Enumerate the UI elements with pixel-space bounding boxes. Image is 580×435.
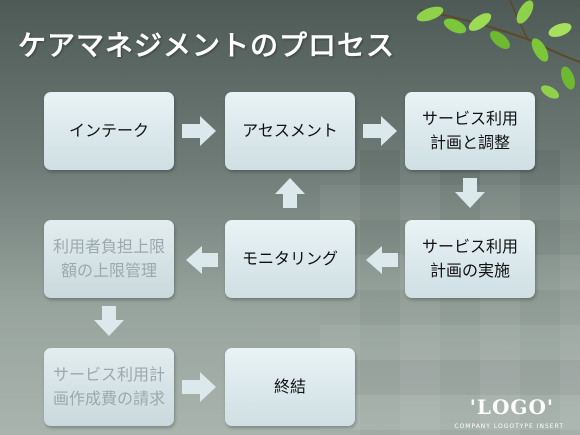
arrow-down-plan-to-implementation: [455, 178, 485, 208]
step-assessment-label: アセスメント: [242, 121, 338, 140]
step-assessment: アセスメント: [225, 92, 355, 170]
step-plan-implementation-line1: サービス利用: [421, 237, 518, 256]
step-limit-management: 利用者負担上限 額の上限管理: [44, 220, 174, 298]
step-intake: インテーク: [44, 92, 174, 170]
leaf-branch-decoration: [416, 0, 580, 99]
arrow-up-monitoring-to-assessment: [275, 178, 305, 208]
step-plan-implementation-line2: 計画の実施: [429, 261, 510, 280]
step-billing: サービス利用計 画作成費の請求: [44, 348, 174, 426]
step-monitoring-label: モニタリング: [241, 249, 338, 268]
arrow-left-implementation-to-monitoring: [366, 246, 398, 274]
arrow-right-assessment-to-plan: [363, 116, 397, 146]
logo-subtitle: COMPANY LOGOTYPE INSERT: [454, 423, 564, 430]
slide-title: ケアマネジメントのプロセス: [18, 29, 396, 62]
step-limit-management-line1: 利用者負担上限: [52, 237, 165, 256]
step-limit-management-line2: 額の上限管理: [60, 261, 157, 280]
step-plan-implementation: サービス利用 計画の実施: [405, 220, 535, 298]
step-monitoring: モニタリング: [225, 220, 355, 298]
step-end-label: 終結: [273, 377, 306, 396]
step-billing-line2: 画作成費の請求: [52, 389, 165, 408]
arrow-right-intake-to-assessment: [182, 116, 216, 146]
step-plan-adjust-line2: 計画と調整: [429, 133, 510, 152]
arrow-down-limit-to-billing: [94, 306, 124, 336]
step-plan-adjust: サービス利用 計画と調整: [405, 92, 535, 170]
step-plan-adjust-line1: サービス利用: [421, 109, 518, 128]
arrow-left-monitoring-to-limit: [186, 246, 218, 274]
logo-text: 'LOGO': [469, 395, 554, 419]
arrow-right-billing-to-end: [182, 372, 216, 402]
step-end: 終結: [225, 348, 355, 426]
step-intake-label: インテーク: [68, 121, 149, 140]
step-billing-line1: サービス利用計: [52, 365, 165, 384]
